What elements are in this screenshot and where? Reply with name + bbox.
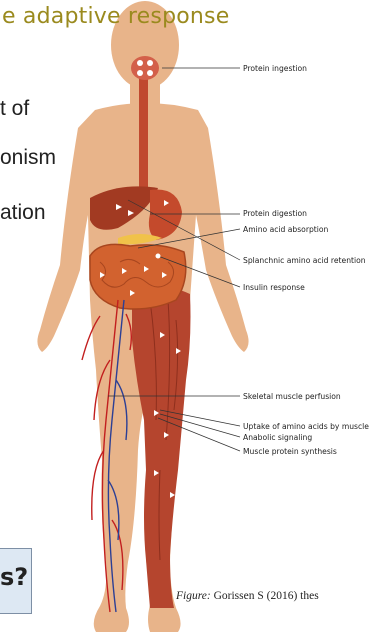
label-anabolic-signaling: Anabolic signaling — [243, 433, 312, 442]
label-protein-ingestion: Protein ingestion — [243, 64, 307, 73]
bullet-line-1: t of — [0, 97, 29, 121]
label-amino-acid-absorption: Amino acid absorption — [243, 225, 328, 234]
esophagus — [139, 78, 148, 190]
question-fragment: s? — [0, 563, 28, 591]
label-amino-acid-uptake: Uptake of amino acids by muscle — [243, 422, 369, 431]
slide-title: e adaptive response — [2, 4, 229, 29]
caption-prefix: Figure: — [176, 590, 211, 602]
label-protein-digestion: Protein digestion — [243, 209, 307, 218]
bullet-line-3: ation — [0, 201, 46, 225]
label-muscle-protein-synthesis: Muscle protein synthesis — [243, 447, 337, 456]
label-insulin-response: Insulin response — [243, 283, 305, 292]
caption-text: Gorissen S (2016) thes — [211, 590, 319, 602]
figure-caption: Figure: Gorissen S (2016) thes — [176, 590, 319, 602]
mouth — [131, 56, 159, 80]
label-splanchnic-retention: Splanchnic amino acid retention — [243, 256, 366, 265]
label-skeletal-muscle-perfusion: Skeletal muscle perfusion — [243, 392, 341, 401]
bullet-line-2: onism — [0, 146, 56, 170]
